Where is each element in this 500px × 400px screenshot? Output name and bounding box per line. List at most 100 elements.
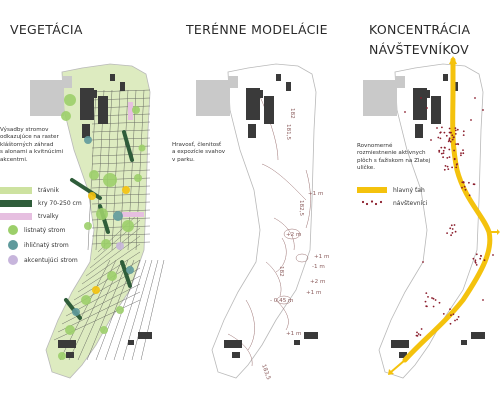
visitors-title-line1: KONCENTRÁCIA bbox=[369, 22, 471, 37]
visitor-dot bbox=[450, 224, 453, 227]
mound bbox=[276, 295, 292, 305]
tree bbox=[96, 208, 108, 220]
tree bbox=[107, 271, 117, 281]
visitor-dot bbox=[482, 299, 484, 301]
building bbox=[415, 124, 423, 138]
visitor-dot bbox=[426, 107, 428, 109]
building bbox=[471, 332, 485, 339]
visitor-dot bbox=[448, 156, 451, 159]
shrub-strip bbox=[122, 130, 134, 162]
visitor-dot bbox=[446, 165, 449, 168]
grid-line bbox=[131, 259, 159, 361]
ter-base bbox=[196, 74, 318, 358]
visitor-dot bbox=[442, 149, 445, 152]
visitor-dot bbox=[482, 109, 484, 111]
visitor-dot bbox=[451, 134, 454, 137]
grid-line bbox=[140, 259, 165, 361]
contour-line bbox=[275, 237, 287, 273]
visitor-dot bbox=[462, 149, 464, 152]
legend-item-perennials: trvalky bbox=[0, 211, 59, 221]
building bbox=[399, 352, 407, 358]
grid-line bbox=[89, 227, 141, 269]
terrain-description: Hravosť, členitosť a expozície svahov v … bbox=[172, 142, 226, 163]
visitor-dot bbox=[438, 149, 441, 152]
visitor-dot bbox=[420, 328, 423, 330]
tree bbox=[126, 266, 134, 274]
visitor-dot bbox=[453, 224, 456, 226]
building bbox=[62, 76, 72, 88]
legend-item-shrubs: kry 70-250 cm bbox=[0, 198, 82, 208]
visitor-dot bbox=[439, 131, 442, 134]
tree bbox=[88, 192, 96, 200]
grid-line bbox=[122, 259, 153, 361]
park-outline bbox=[211, 63, 317, 379]
visitor-dots bbox=[404, 97, 494, 337]
perennials-bed bbox=[128, 102, 133, 120]
terrain-title: TERÉNNE MODELÁCIE bbox=[186, 22, 328, 37]
vis-base bbox=[363, 74, 485, 358]
visitor-dot bbox=[438, 151, 441, 153]
grid-line bbox=[86, 259, 129, 361]
visitor-dot bbox=[468, 194, 471, 197]
visitor-dot bbox=[449, 308, 451, 311]
visitor-dot bbox=[468, 181, 470, 184]
building bbox=[391, 340, 409, 348]
tree bbox=[116, 242, 124, 250]
visitor-dot bbox=[475, 253, 478, 256]
visitor-dot bbox=[422, 261, 424, 263]
tree bbox=[64, 94, 76, 106]
visitor-dot bbox=[470, 119, 472, 121]
grid-line bbox=[113, 259, 147, 361]
vegetation-description: Výsadby stromov odkazujúce na raster klá… bbox=[0, 127, 64, 163]
visitors-panel: KONCENTRÁCIA NÁVŠTEVNÍKOV Rovnomerné roz… bbox=[333, 0, 500, 400]
elevation-label: +2 m bbox=[310, 279, 325, 285]
visitor-dot bbox=[474, 97, 476, 99]
building bbox=[82, 124, 90, 138]
visitor-dot bbox=[446, 157, 449, 159]
visitor-dot bbox=[455, 143, 457, 146]
building bbox=[461, 340, 467, 345]
tree bbox=[61, 111, 71, 121]
building bbox=[363, 80, 397, 116]
visitor-dot bbox=[462, 152, 465, 155]
visitor-dot bbox=[462, 181, 465, 183]
visitor-dot bbox=[440, 146, 443, 149]
visitor-dot bbox=[417, 333, 420, 335]
building bbox=[395, 76, 405, 88]
visitor-dot bbox=[474, 262, 477, 264]
tree bbox=[84, 136, 92, 144]
tree bbox=[72, 308, 80, 316]
building bbox=[98, 96, 108, 124]
visitor-dot bbox=[472, 183, 475, 186]
tree bbox=[122, 186, 130, 194]
contour-line bbox=[245, 299, 255, 351]
visitor-dot bbox=[443, 168, 446, 171]
visitor-dot bbox=[441, 126, 443, 129]
route-branch bbox=[390, 359, 406, 373]
visitor-dot bbox=[464, 188, 467, 191]
grid-line bbox=[91, 233, 151, 237]
building bbox=[431, 96, 441, 124]
grid-line bbox=[119, 89, 129, 251]
grid-line bbox=[91, 129, 151, 133]
visitor-dot bbox=[452, 313, 455, 316]
visitor-dot bbox=[451, 166, 453, 169]
shrubs-swatch bbox=[0, 199, 32, 207]
elevation-label: +1 m bbox=[306, 290, 321, 296]
elevation-label: 182 bbox=[289, 108, 295, 119]
elevation-label: 183,5 bbox=[260, 364, 271, 382]
deciduous-tree-icon bbox=[8, 225, 18, 235]
visitor-dot bbox=[419, 334, 422, 336]
visitor-dot bbox=[432, 297, 435, 300]
tree bbox=[116, 306, 124, 314]
contour-line bbox=[273, 217, 295, 251]
shrub-strip bbox=[120, 260, 132, 288]
tree bbox=[100, 326, 108, 334]
vegetation-panel: VEGETÁCIA Výsadby stromov odkazujúce na … bbox=[0, 0, 166, 400]
grid-line bbox=[91, 153, 151, 157]
building bbox=[286, 82, 291, 91]
visitor-dot bbox=[448, 139, 451, 141]
visitor-dot bbox=[483, 259, 486, 262]
visitor-dot bbox=[450, 314, 452, 316]
